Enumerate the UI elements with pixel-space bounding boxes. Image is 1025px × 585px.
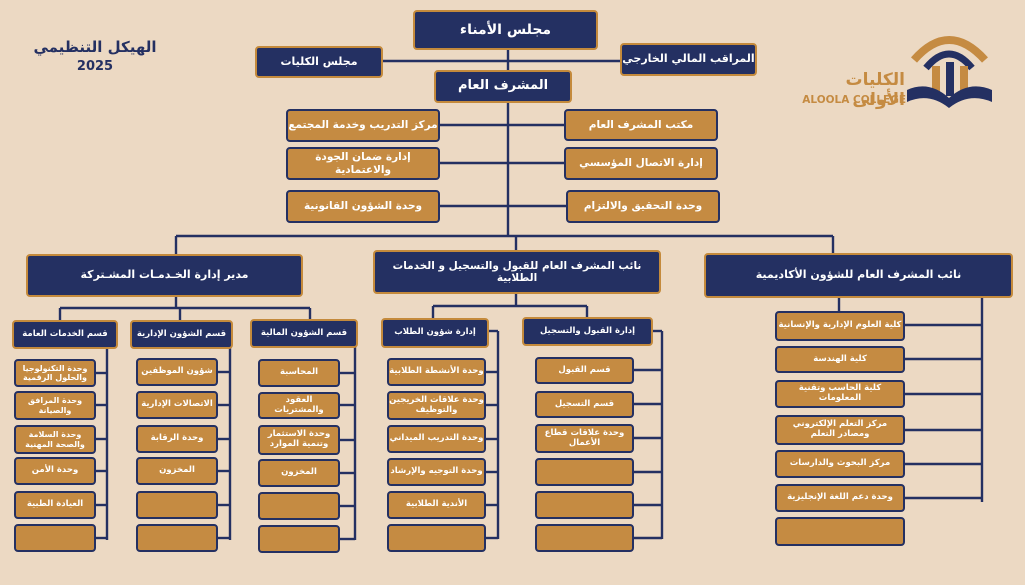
academic-unit-box: مركز البحوث والدارسات xyxy=(775,450,905,478)
college-logo-icon xyxy=(907,36,992,108)
student-affairs-unit-box: وحدة التوجيه والإرشاد xyxy=(387,458,486,486)
academic-unit-box: كلية الحاسب وتقنية المعلومات xyxy=(775,380,905,408)
student-affairs-department-box: إدارة شؤون الطلاب xyxy=(381,318,489,348)
empty-unit-box xyxy=(258,492,340,520)
staff-box-supervisor-office: مكتب المشرف العام xyxy=(564,109,718,141)
admin-affairs-unit-box: المخزون xyxy=(136,457,218,485)
external-auditor-box: المراقب المالي الخارجي xyxy=(620,43,757,76)
admission-unit-box: وحدة علاقات قطاع الأعمال xyxy=(535,424,634,453)
empty-unit-box xyxy=(14,524,96,552)
admin-affairs-unit-box: الاتصالات الإدارية xyxy=(136,391,218,419)
empty-unit-box xyxy=(535,524,634,552)
staff-box-legal-affairs: وحدة الشؤون القانونية xyxy=(286,190,440,223)
admission-unit-box: قسم التسجيل xyxy=(535,391,634,418)
finance-unit-box: المخزون xyxy=(258,459,340,487)
staff-box-investigation-compliance: وحدة التحقيق والالتزام xyxy=(566,190,720,223)
deputy-academic-box: نائب المشرف العام للشؤون الأكاديمية xyxy=(704,253,1013,298)
logo-name-arabic: الكليات الأولى xyxy=(845,70,905,110)
admission-department-box: إدارة القبول والتسجيل xyxy=(522,317,653,346)
empty-unit-box xyxy=(136,491,218,519)
empty-unit-box xyxy=(136,524,218,552)
general-services-unit-box: العيادة الطبية xyxy=(14,491,96,519)
document-year: 2025 xyxy=(76,59,114,74)
student-affairs-unit-box: الأندية الطلابية xyxy=(387,491,486,519)
general-services-unit-box: وحدة السلامة والصحة المهنية xyxy=(14,425,96,454)
academic-unit-box: مركز التعلم الإلكتروني ومصادر التعلم xyxy=(775,415,905,445)
finance-department-box: قسم الشؤون المالية xyxy=(250,319,358,348)
admission-unit-box: قسم القبول xyxy=(535,357,634,384)
general-services-unit-box: وحدة التكنولوجيا والحلول الرقمية xyxy=(14,359,96,387)
general-supervisor-box: المشرف العام xyxy=(434,70,572,103)
document-title: الهيكل التنظيمي xyxy=(33,38,157,56)
academic-unit-box: كلية العلوم الإدارية والإنسانية xyxy=(775,311,905,341)
academic-unit-box: كلية الهندسة xyxy=(775,346,905,373)
deputy-admission-box: نائب المشرف العام للقبول والتسجيل و الخد… xyxy=(373,250,661,294)
empty-unit-box xyxy=(258,525,340,553)
shared-services-director-box: مدير إدارة الخـدمـات المشـتركة xyxy=(26,254,303,297)
staff-box-quality-assurance: إدارة ضمان الجودة والاعتمادية xyxy=(286,147,440,180)
academic-unit-box: وحدة دعم اللغة الإنجليزية xyxy=(775,484,905,512)
general-services-department-box: قسم الخدمات العامة xyxy=(12,320,118,349)
finance-unit-box: وحدة الاستثمار وتنمية الموارد xyxy=(258,425,340,455)
general-services-unit-box: وحدة المرافق والصيانة xyxy=(14,391,96,420)
empty-unit-box xyxy=(775,517,905,546)
admin-affairs-department-box: قسم الشؤون الإدارية xyxy=(130,320,233,349)
logo-name-english: ALOOLA COLLEGE xyxy=(802,94,906,106)
general-services-unit-box: وحدة الأمن xyxy=(14,457,96,485)
colleges-council-box: مجلس الكليات xyxy=(255,46,383,78)
student-affairs-unit-box: وحدة الأنشطة الطلابية xyxy=(387,358,486,386)
admin-affairs-unit-box: وحدة الرقابة xyxy=(136,425,218,453)
empty-unit-box xyxy=(535,491,634,519)
empty-unit-box xyxy=(387,524,486,552)
staff-box-corporate-communication: إدارة الاتصال المؤسسي xyxy=(564,147,718,180)
board-of-trustees-box: مجلس الأمناء xyxy=(413,10,598,50)
empty-unit-box xyxy=(535,458,634,486)
admin-affairs-unit-box: شؤون الموظفين xyxy=(136,358,218,386)
finance-unit-box: المحاسبة xyxy=(258,359,340,387)
staff-box-training-center: مركز التدريب وخدمة المجتمع xyxy=(286,109,440,142)
finance-unit-box: العقود والمشتريات xyxy=(258,392,340,419)
student-affairs-unit-box: وحدة علاقات الخريجين والتوظيف xyxy=(387,391,486,420)
student-affairs-unit-box: وحدة التدريب الميداني xyxy=(387,425,486,453)
